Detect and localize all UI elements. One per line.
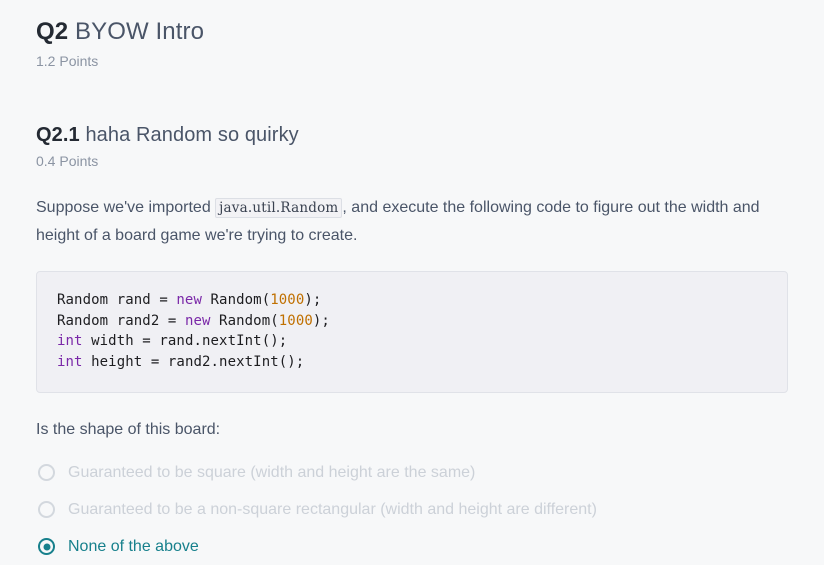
code-token-plain: Random(: [202, 292, 271, 308]
code-token-plain: );: [312, 312, 330, 329]
question-group-title-text: BYOW Intro: [75, 18, 205, 45]
question-group-title: Q2 BYOW Intro: [36, 17, 788, 47]
code-token-plain: Random rand =: [57, 292, 177, 308]
sub-question-points: 0.4 Points: [36, 153, 99, 169]
answer-option-3[interactable]: None of the above: [36, 528, 788, 565]
answer-option-label: Guaranteed to be a non-square rectangula…: [68, 500, 597, 518]
code-token-keyword: new: [176, 292, 202, 308]
answer-option-label: Guaranteed to be square (width and heigh…: [68, 463, 476, 481]
code-block: Random rand = new Random(1000); Random r…: [36, 271, 788, 393]
question-prompt: Suppose we've imported java.util.Random,…: [36, 194, 776, 249]
answer-options-list: Guaranteed to be square (width and heigh…: [36, 454, 788, 565]
question-group-number: Q2: [36, 18, 69, 45]
sub-question-header: Q2.1 haha Random so quirky 0.4 Points: [36, 70, 788, 170]
code-token-plain: width = rand.nextInt();: [82, 333, 288, 349]
radio-button-empty-icon[interactable]: [38, 464, 55, 481]
code-token-plain: height = rand2.nextInt();: [82, 353, 305, 370]
prompt-text-before-code: Suppose we've imported: [36, 199, 216, 216]
code-token-keyword: new: [184, 312, 211, 329]
radio-button-empty-icon[interactable]: [38, 501, 55, 518]
sub-question-number: Q2.1: [36, 124, 80, 146]
code-token-number: 1000: [278, 312, 313, 329]
code-token-plain: Random rand2 =: [57, 312, 185, 329]
sub-question-title: Q2.1 haha Random so quirky: [36, 122, 788, 148]
code-token-keyword: int: [57, 333, 83, 349]
answer-prompt-label: Is the shape of this board:: [36, 421, 221, 438]
radio-button-selected-icon[interactable]: [38, 538, 55, 555]
question-group-points: 1.2 Points: [36, 53, 99, 69]
answer-option-label: None of the above: [68, 537, 199, 555]
prompt-text-after-code: , and execute the following code to figu…: [36, 199, 760, 244]
code-token-plain: Random(: [210, 312, 279, 329]
inline-code-java-util-random: java.util.Random: [215, 198, 343, 218]
question-group-header: Q2 BYOW Intro 1.2 Points: [36, 0, 788, 70]
code-token-plain: );: [304, 292, 322, 308]
answer-option-1[interactable]: Guaranteed to be square (width and heigh…: [36, 454, 788, 491]
answer-option-2[interactable]: Guaranteed to be a non-square rectangula…: [36, 491, 788, 528]
sub-question-title-text: haha Random so quirky: [85, 124, 299, 146]
code-block-content: Random rand = new Random(1000); Random r…: [57, 290, 767, 372]
code-token-number: 1000: [270, 292, 305, 308]
code-token-keyword: int: [57, 353, 83, 370]
